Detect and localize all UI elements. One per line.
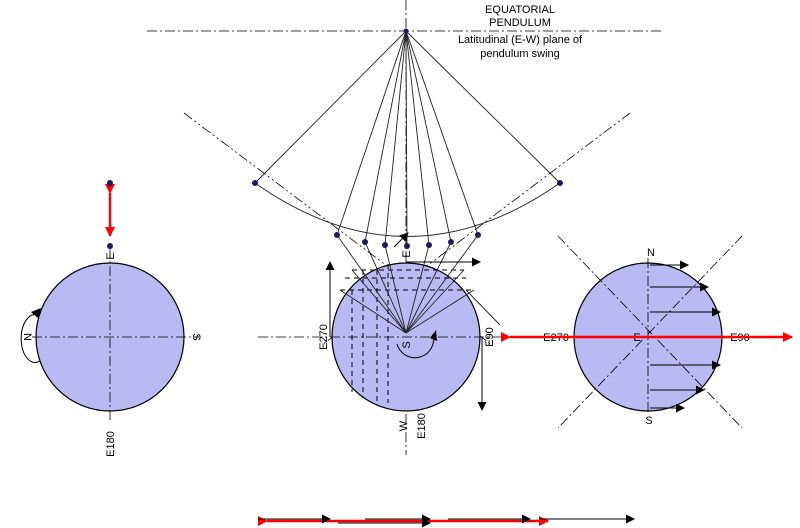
- left-globe-label-n: N: [21, 333, 33, 341]
- pendulum-string: [336, 30, 407, 236]
- right-globe-label-s: S: [645, 415, 652, 427]
- center-globe-label-e: E: [401, 250, 413, 257]
- projection-line: [405, 289, 475, 334]
- center-rotation-arrowhead-icon: [430, 330, 437, 341]
- pendulum-fan: [252, 28, 563, 249]
- pendulum-string: [405, 30, 408, 247]
- projection-line: [351, 269, 407, 334]
- swing-endpoint-dot: [107, 243, 113, 249]
- left-globe-label-s: S: [190, 333, 202, 340]
- center-globe-label-e270: E270: [318, 324, 330, 350]
- pendulum-string: [405, 30, 430, 246]
- projection-line: [384, 244, 407, 334]
- pendulum-bob: [404, 243, 410, 249]
- title-line-4: pendulum swing: [480, 48, 560, 60]
- projection-line: [405, 244, 430, 334]
- rotation-arrow-icon: [20, 314, 41, 363]
- pendulum-swing-arc: [254, 182, 561, 237]
- rotation-arrowhead-icon: [31, 308, 41, 318]
- center-globe-label-e180: E180: [416, 413, 428, 439]
- left-globe-group: N S E E180: [20, 180, 202, 457]
- center-globe-group: E E270 E90 W E180 S: [258, 232, 505, 439]
- bottom-arrow-row: [258, 514, 635, 528]
- pendulum-string: [405, 30, 561, 184]
- pendulum-string: [254, 30, 407, 184]
- left-globe-label-e: E: [105, 252, 117, 259]
- center-globe-label-s: S: [401, 341, 413, 348]
- projection-line: [405, 269, 465, 334]
- projection-line: [465, 289, 501, 326]
- pendulum-string: [405, 30, 479, 236]
- projection-line: [339, 289, 407, 334]
- title-line-3: Latitudinal (E-W) plane of: [458, 34, 583, 46]
- pendulum-bob: [252, 180, 258, 186]
- right-globe-group: N S E270 E90 E: [543, 235, 750, 429]
- center-globe-label-w: W: [398, 420, 410, 431]
- pendulum-bob: [557, 180, 563, 186]
- diagonal-axis-left: [183, 112, 493, 346]
- center-globe-label-e90: E90: [484, 327, 496, 347]
- projection-line: [336, 234, 407, 334]
- title-line-2: PENDULUM: [489, 17, 551, 29]
- title-block: EQUATORIAL PENDULUM Latitudinal (E-W) pl…: [458, 4, 583, 60]
- projection-line: [405, 241, 452, 334]
- pendulum-string: [405, 30, 452, 243]
- title-line-1: EQUATORIAL: [485, 4, 555, 16]
- center-rotation-arc-icon: [396, 333, 435, 359]
- swing-endpoint-dot: [107, 180, 113, 186]
- small-up-arrow-icon: [393, 232, 409, 248]
- pendulum-string: [384, 30, 407, 246]
- projection-line: [405, 234, 479, 334]
- left-globe-label-e180: E180: [105, 431, 117, 457]
- pendulum-string: [364, 30, 407, 243]
- right-globe-label-n: N: [647, 247, 655, 259]
- projection-line: [364, 241, 407, 334]
- pivot-point: [403, 28, 409, 34]
